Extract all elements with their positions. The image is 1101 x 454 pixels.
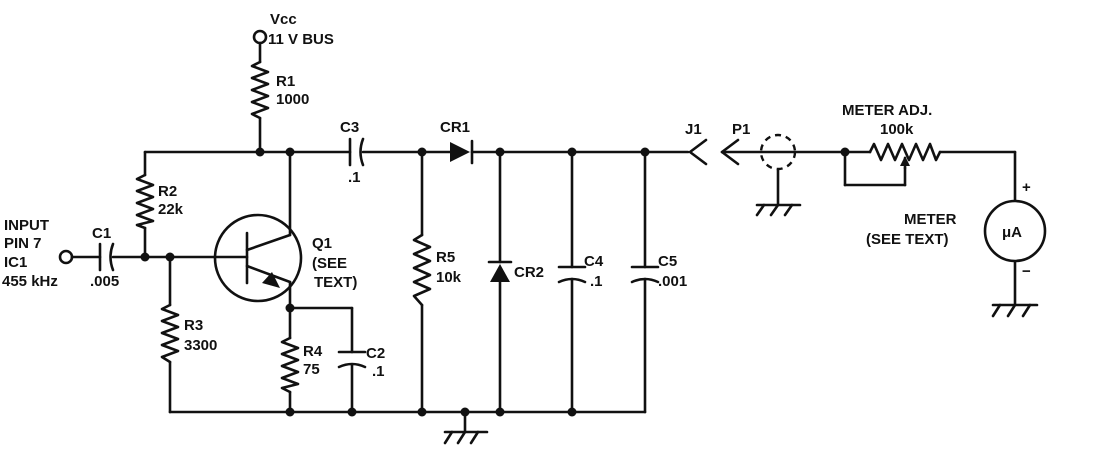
cr2-ref-label: CR2 — [514, 264, 544, 281]
r5-value-label: 10k — [436, 269, 462, 286]
c2-value-label: .1 — [372, 363, 385, 380]
c3-capacitor-symbol — [348, 137, 365, 167]
r5-resistor-symbol — [412, 233, 432, 307]
ground-symbol-main — [443, 410, 489, 445]
p1-plug-symbol — [720, 133, 797, 171]
meter-adj-potentiometer-symbol — [868, 142, 942, 170]
junction-dots — [140, 147, 850, 417]
r1-ref-label: R1 — [276, 73, 295, 90]
c4-ref-label: C4 — [584, 253, 604, 270]
input-terminal — [58, 249, 74, 265]
r2-resistor-symbol — [135, 173, 155, 230]
r2-ref-label: R2 — [158, 183, 177, 200]
meter-adj-name-label: METER ADJ. — [842, 102, 932, 119]
p1-ref-label: P1 — [732, 121, 750, 138]
q1-ref-label: Q1 — [312, 235, 332, 252]
cr1-diode-symbol — [450, 139, 474, 165]
c3-ref-label: C3 — [340, 119, 359, 136]
c5-ref-label: C5 — [658, 253, 677, 270]
q1-note-line2: TEXT) — [314, 274, 357, 291]
ground-symbol-coax — [755, 203, 802, 217]
r1-value-label: 1000 — [276, 91, 309, 108]
r4-resistor-symbol — [280, 336, 300, 394]
r4-ref-label: R4 — [303, 343, 323, 360]
meter-plus-sign: + — [1022, 179, 1031, 196]
wiring — [70, 41, 1017, 414]
c5-capacitor-symbol — [630, 265, 660, 284]
meter-adj-value-label: 100k — [880, 121, 914, 138]
r3-ref-label: R3 — [184, 317, 203, 334]
input-label-line4: 455 kHz — [2, 273, 58, 290]
meter-name-label: METER — [904, 211, 957, 228]
input-label-line3: IC1 — [4, 254, 27, 271]
meter-unit-symbol: μA — [1002, 224, 1022, 241]
c4-value-label: .1 — [590, 273, 603, 290]
r5-ref-label: R5 — [436, 249, 455, 266]
vcc-terminal — [252, 29, 268, 45]
r1-resistor-symbol — [250, 60, 270, 120]
vcc-bus-label: 11 V BUS — [268, 31, 334, 48]
c2-ref-label: C2 — [366, 345, 385, 362]
c5-value-label: .001 — [658, 273, 687, 290]
c3-value-label: .1 — [348, 169, 361, 186]
cr1-ref-label: CR1 — [440, 119, 470, 136]
r3-resistor-symbol — [160, 303, 180, 364]
cr2-diode-symbol — [487, 260, 513, 282]
r3-value-label: 3300 — [184, 337, 217, 354]
vcc-label: Vcc — [270, 11, 297, 28]
r4-value-label: 75 — [303, 361, 320, 378]
meter-symbol — [983, 199, 1047, 263]
input-label-line2: PIN 7 — [4, 235, 42, 252]
meter-minus-sign: − — [1022, 263, 1031, 280]
q1-transistor-symbol — [213, 213, 303, 303]
c4-capacitor-symbol — [557, 265, 587, 284]
r2-value-label: 22k — [158, 201, 184, 218]
c2-capacitor-symbol — [337, 350, 367, 369]
c1-capacitor-symbol — [98, 242, 115, 272]
c1-ref-label: C1 — [92, 225, 111, 242]
input-label-line1: INPUT — [4, 217, 49, 234]
q1-note-line1: (SEE — [312, 255, 347, 272]
j1-ref-label: J1 — [685, 121, 702, 138]
c1-value-label: .005 — [90, 273, 119, 290]
meter-note-label: (SEE TEXT) — [866, 231, 949, 248]
j1-jack-symbol — [688, 138, 708, 166]
ground-symbol-meter — [991, 303, 1039, 318]
